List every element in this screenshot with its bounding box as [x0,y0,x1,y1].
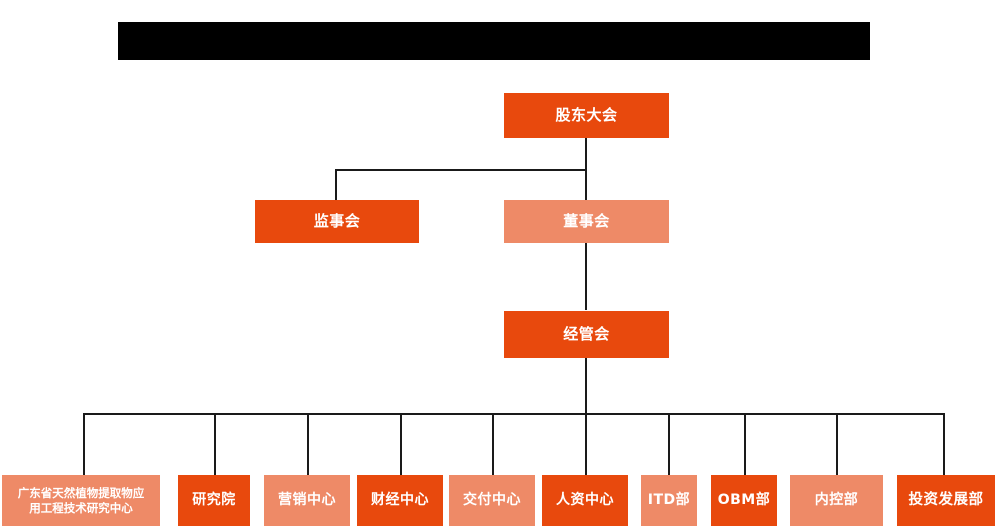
node-obm-dept[interactable]: OBM部 [711,475,777,526]
connector-level2-bus [335,169,587,171]
connector-drop-internal-control-dept [836,413,838,475]
node-finance-center-label: 财经中心 [371,491,429,508]
node-supervisors[interactable]: 监事会 [255,200,419,243]
node-marketing-center[interactable]: 营销中心 [264,475,350,526]
connector-management-stem [585,358,587,414]
node-hr-center-label: 人资中心 [556,491,614,508]
node-itd-dept[interactable]: ITD部 [641,475,697,526]
node-hr-center[interactable]: 人资中心 [542,475,628,526]
node-obm-dept-label: OBM部 [717,491,771,508]
connector-drop-obm-dept [744,413,746,475]
connector-drop-finance-center [400,413,402,475]
node-shareholders-label: 股东大会 [555,106,618,125]
node-internal-control-dept-label: 内控部 [814,491,859,508]
node-supervisors-label: 监事会 [313,212,361,231]
node-investment-dev-dept-label: 投资发展部 [908,492,984,509]
connector-drop-marketing-center [307,413,309,475]
node-delivery-center[interactable]: 交付中心 [449,475,535,526]
node-shareholders[interactable]: 股东大会 [504,93,669,138]
node-management-label: 经管会 [563,325,610,344]
connector-drop-directors [585,169,587,200]
node-itd-dept-label: ITD部 [647,491,691,508]
node-research-center-gd[interactable]: 广东省天然植物提取物应 用工程技术研究中心 [2,475,160,526]
connector-drop-itd-dept [668,413,670,475]
connector-directors-to-management [585,242,587,310]
node-internal-control-dept[interactable]: 内控部 [790,475,883,526]
node-directors[interactable]: 董事会 [504,200,669,243]
node-management[interactable]: 经管会 [504,311,669,358]
connector-shareholders-stem [585,138,587,171]
node-marketing-center-label: 营销中心 [278,491,336,508]
node-delivery-center-label: 交付中心 [463,491,521,508]
node-research-center-gd-label: 广东省天然植物提取物应 用工程技术研究中心 [17,486,145,515]
node-finance-center[interactable]: 财经中心 [357,475,443,526]
node-directors-label: 董事会 [563,212,610,231]
node-research-institute[interactable]: 研究院 [178,475,250,526]
redacted-title-banner [118,22,870,60]
connector-drop-delivery-center [492,413,494,475]
connector-drop-investment-dev-dept [943,413,945,475]
connector-drop-research-center-gd [83,413,85,475]
connector-drop-hr-center [585,413,587,475]
node-investment-dev-dept[interactable]: 投资发展部 [897,475,995,526]
connector-drop-supervisors [335,169,337,200]
connector-departments-bus [83,413,944,415]
node-research-institute-label: 研究院 [192,491,236,508]
connector-drop-research-institute [214,413,216,475]
